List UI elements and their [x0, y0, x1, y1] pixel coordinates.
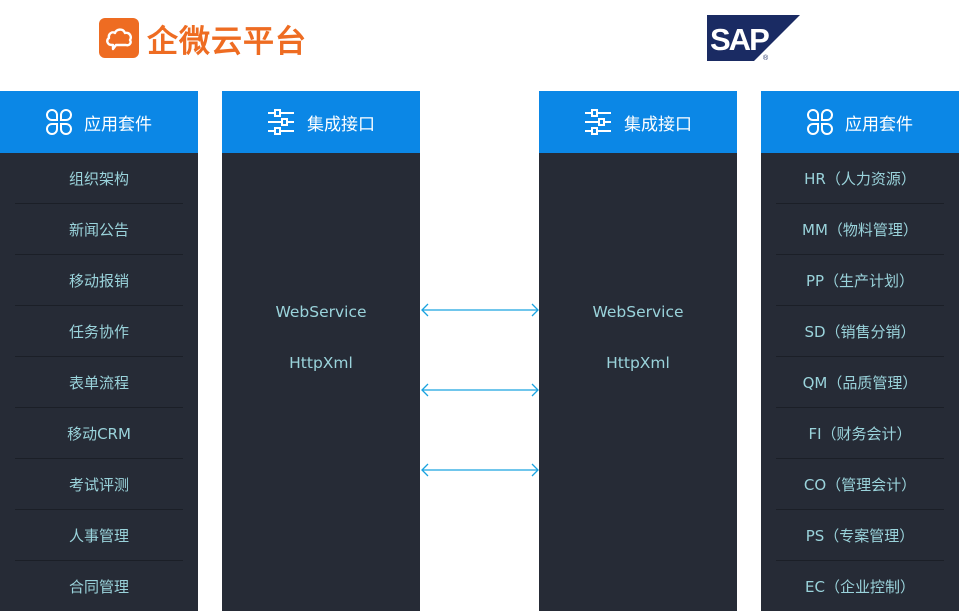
protocol-webservice: WebService [592, 302, 684, 321]
list-item: FI（财务会计） [776, 408, 944, 459]
connector-arrows [421, 303, 539, 477]
qiweiyun-app-suite-panel: 应用套件 组织架构 新闻公告 移动报销 任务协作 表单流程 移动CRM 考试评测… [0, 91, 198, 611]
list-item: 任务协作 [15, 306, 183, 357]
protocol-httpxml: HttpXml [606, 353, 670, 372]
list-item: EC（企业控制） [805, 577, 915, 596]
panel-title: 应用套件 [84, 114, 152, 135]
svg-text:®: ® [763, 54, 769, 61]
bidirectional-arrow-icon [421, 463, 539, 477]
list-item: PP（生产计划） [776, 255, 944, 306]
bidirectional-arrow-icon [421, 383, 539, 397]
cloud-chat-icon [99, 18, 139, 58]
sliders-icon [267, 109, 295, 135]
list-item: 考试评测 [15, 459, 183, 510]
panel-header: 应用套件 [761, 91, 959, 153]
panel-title: 集成接口 [624, 114, 692, 135]
list-item: 组织架构 [15, 153, 183, 204]
sap-integration-panel: 集成接口 WebService HttpXml [539, 91, 737, 611]
list-item: MM（物料管理） [776, 204, 944, 255]
panel-header: 集成接口 [222, 91, 420, 153]
list-item: CO（管理会计） [776, 459, 944, 510]
list-item: 移动报销 [15, 255, 183, 306]
apps-grid-icon [46, 109, 72, 135]
list-item: 新闻公告 [15, 204, 183, 255]
apps-grid-icon [807, 109, 833, 135]
qiweiyun-integration-panel: 集成接口 WebService HttpXml [222, 91, 420, 611]
list-item: 人事管理 [15, 510, 183, 561]
protocol-httpxml: HttpXml [289, 353, 353, 372]
list-item: 表单流程 [15, 357, 183, 408]
sliders-icon [584, 109, 612, 135]
panel-title: 应用套件 [845, 114, 913, 135]
list-item: QM（品质管理） [776, 357, 944, 408]
sap-logo: SAP ® [707, 15, 800, 62]
list-item: SD（销售分销） [776, 306, 944, 357]
list-item: 合同管理 [68, 577, 129, 596]
qiweiyun-brand-text: 企微云平台 [147, 23, 307, 60]
panel-header: 集成接口 [539, 91, 737, 153]
panel-header: 应用套件 [0, 91, 198, 153]
sap-module-suite-panel: 应用套件 HR（人力资源） MM（物料管理） PP（生产计划） SD（销售分销）… [761, 91, 959, 611]
list-item: PS（专案管理） [776, 510, 944, 561]
panel-title: 集成接口 [307, 114, 375, 135]
list-item: 移动CRM [15, 408, 183, 459]
protocol-webservice: WebService [275, 302, 367, 321]
svg-text:SAP: SAP [710, 22, 769, 57]
list-item: HR（人力资源） [776, 153, 944, 204]
qiweiyun-logo: 企微云平台 [99, 18, 307, 60]
bidirectional-arrow-icon [421, 303, 539, 317]
